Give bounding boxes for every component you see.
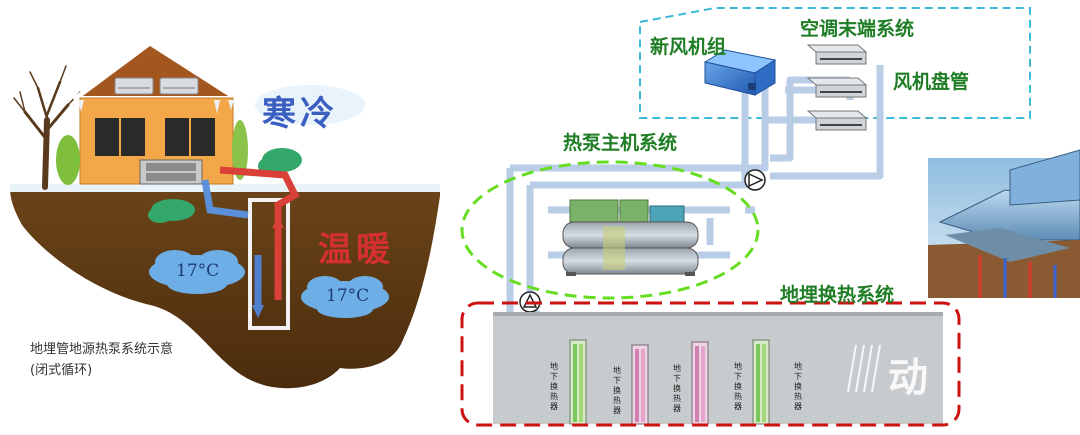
green-cloud-icon — [148, 148, 302, 223]
fresh-air-unit-label: 新风机组 — [650, 36, 727, 58]
warm-label: 温暖 — [318, 230, 394, 270]
ground-loop — [201, 166, 300, 330]
diagram-caption-line2: (闭式循环) — [30, 363, 93, 378]
ground-exchange-boundary — [460, 301, 961, 427]
bare-tree — [13, 65, 81, 190]
diagram-caption-line1: 地埋管地源热泵系统示意 — [30, 342, 174, 357]
exchanger-label: 地下换热器 — [673, 364, 681, 413]
borehole-exchanger — [569, 339, 587, 425]
terminal-system-label: 空调末端系统 — [800, 18, 915, 40]
snow-icicles — [78, 100, 234, 114]
circulation-pump-icon — [744, 169, 766, 191]
watermark-glyph: 动 — [888, 355, 928, 401]
temp-left-label: 17°C — [176, 261, 220, 281]
heat-pump-boundary — [460, 160, 760, 300]
borehole-exchanger — [752, 339, 770, 425]
watermark-stripes — [847, 344, 881, 393]
snow-ground — [10, 184, 440, 192]
soil-ground — [10, 187, 440, 389]
borehole-exchanger — [691, 341, 709, 425]
temp-right-label: 17°C — [326, 286, 370, 306]
terminal-system-boundary — [639, 7, 1031, 119]
fan-coil-unit-icon — [806, 44, 868, 65]
fan-coil-unit-icon — [806, 77, 868, 98]
building-photo — [928, 149, 1080, 298]
temp-cloud-right — [301, 276, 389, 318]
cold-label: 寒冷 — [262, 94, 338, 134]
heat-pump-unit — [562, 199, 699, 276]
heat-pump-system-label: 热泵主机系统 — [563, 132, 678, 154]
temp-cloud-left — [149, 250, 245, 294]
house — [56, 40, 248, 185]
exchanger-label: 地下换热器 — [613, 366, 621, 415]
borehole-exchanger — [631, 344, 649, 425]
left-illustration — [10, 40, 440, 389]
fresh-air-unit-icon — [703, 49, 777, 96]
ground-exchange-system-label: 地埋换热系统 — [780, 284, 895, 306]
fan-coil-label: 风机盘管 — [893, 71, 970, 93]
exchanger-label: 地下换热器 — [794, 362, 802, 411]
exchanger-label: 地下换热器 — [550, 362, 558, 411]
fan-coil-unit-icon — [806, 110, 868, 131]
right-schematic — [460, 7, 1080, 427]
exchanger-label: 地下换热器 — [734, 362, 742, 411]
cold-cloud-decoration — [255, 85, 365, 125]
